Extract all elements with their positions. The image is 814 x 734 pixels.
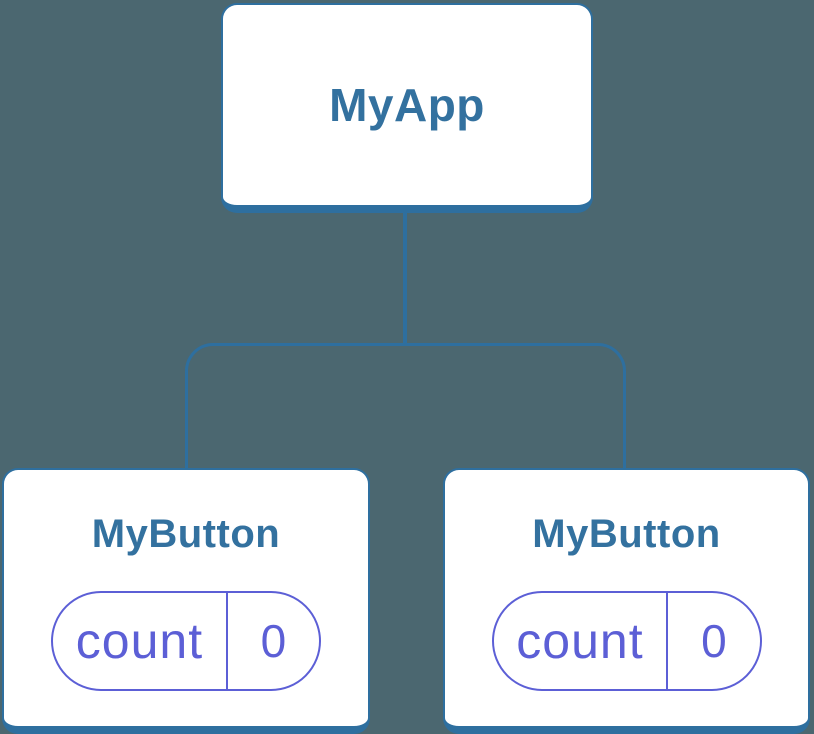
node-mybutton-1: MyButton count 0 [2,468,370,734]
state-name: count [53,593,228,689]
state-name: count [494,593,669,689]
state-pill: count 0 [491,591,762,691]
node-myapp: MyApp [221,3,593,213]
connector-bracket [185,343,626,470]
state-value: 0 [260,615,287,667]
node-mybutton-2: MyButton count 0 [443,468,810,734]
state-pill: count 0 [51,591,321,691]
connector-stem [403,208,407,346]
node-mybutton-2-label: MyButton [532,512,721,556]
node-myapp-label: MyApp [329,79,485,131]
node-mybutton-1-label: MyButton [91,512,281,556]
state-value: 0 [701,615,727,667]
